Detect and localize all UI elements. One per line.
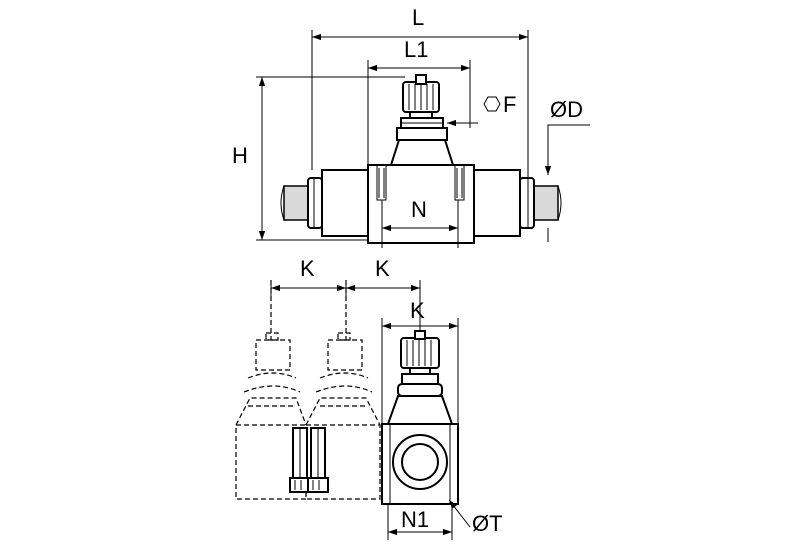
phantom-body-2 [305,280,381,500]
leader-t [448,499,471,528]
label-k3: K [410,298,425,323]
label-t: ØT [472,511,503,536]
leader-d [544,124,590,175]
right-tube [531,185,562,221]
label-k1: K [300,256,315,281]
mounting-clips [289,427,329,493]
bonnet [389,117,455,166]
left-fitting [307,169,369,237]
label-f: F [503,92,516,117]
hexagon-icon [483,96,501,112]
right-fitting [473,169,535,237]
side-adjusting-screw [400,330,440,375]
top-view: L L1 F ØD H N [232,5,590,248]
side-body [381,423,459,505]
label-k2: K [375,256,390,281]
label-n1: N1 [401,507,429,532]
label-d: ØD [550,97,583,122]
bottom-view: K K K N1 ØT [235,256,503,540]
side-bonnet [386,373,454,425]
label-l1: L1 [404,37,428,62]
left-tube [280,185,311,221]
label-n: N [411,197,427,222]
label-h: H [232,143,248,168]
label-l: L [412,5,424,30]
adjusting-screw [402,74,440,119]
